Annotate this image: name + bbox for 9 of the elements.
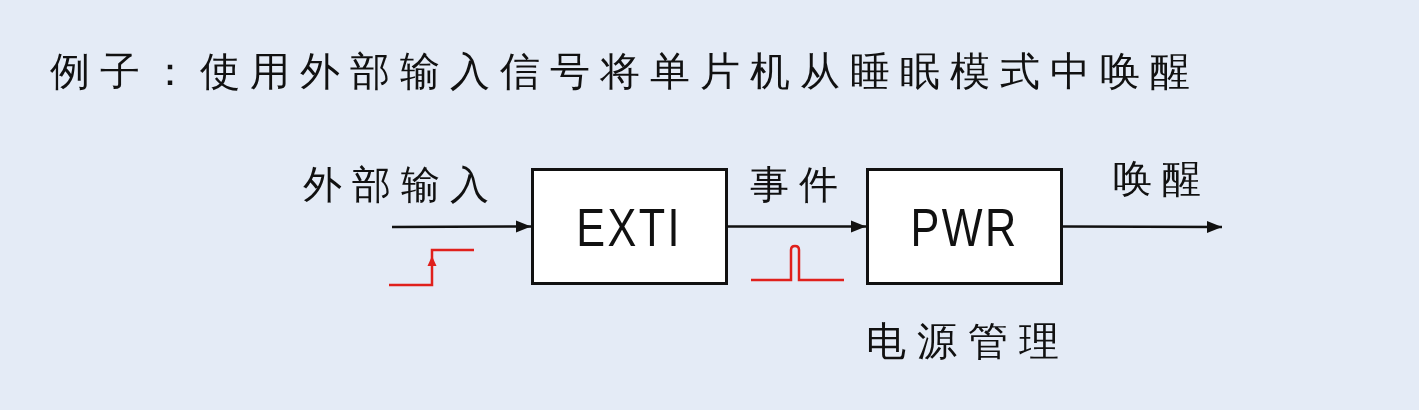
process-box (531, 168, 728, 285)
arrow (392, 220, 531, 233)
arrow (1063, 220, 1222, 233)
process-box (866, 168, 1063, 285)
box-label: EXTI (576, 199, 683, 254)
node-caption: 电源管理 (866, 322, 1070, 362)
diagram-title: 例子：使用外部输入信号将单片机从睡眠模式中唤醒 (50, 52, 1200, 92)
box-label: PWR (910, 199, 1019, 254)
arrow (728, 220, 866, 233)
